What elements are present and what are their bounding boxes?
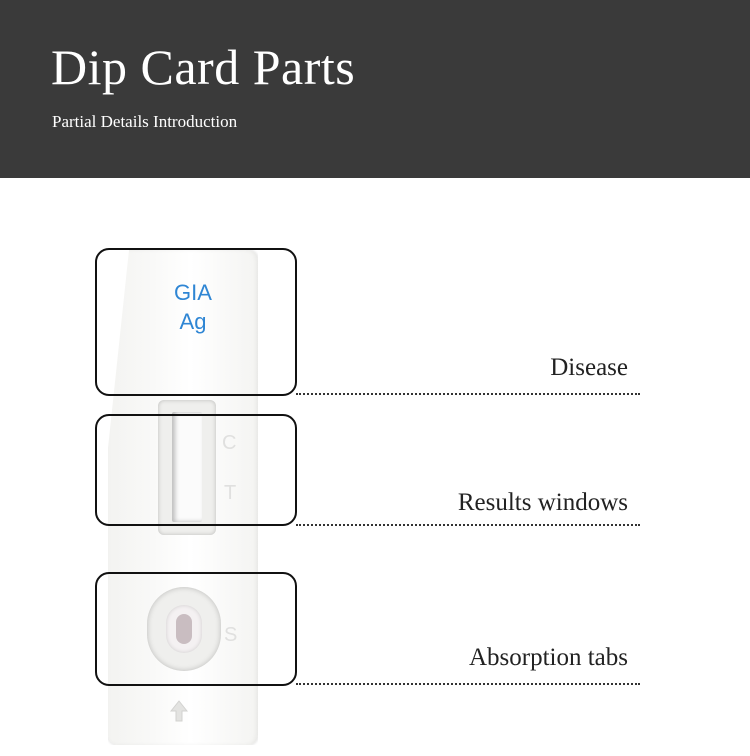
brand-line-1: GIA bbox=[174, 280, 212, 305]
header-banner: Dip Card Parts Partial Details Introduct… bbox=[0, 0, 750, 178]
control-mark: C bbox=[222, 432, 237, 454]
brand-line-2: Ag bbox=[179, 309, 207, 334]
callout-box-results-windows bbox=[95, 414, 297, 526]
leader-line-results-windows bbox=[296, 524, 640, 526]
sample-mark: S bbox=[224, 624, 238, 646]
callout-label-disease: Disease bbox=[550, 354, 628, 381]
up-arrow-icon bbox=[170, 700, 188, 722]
leader-line-absorption-tabs bbox=[296, 683, 640, 685]
leader-line-disease bbox=[296, 393, 640, 395]
callout-box-disease bbox=[95, 248, 297, 396]
card-brand-label: GIA Ag bbox=[162, 278, 224, 336]
callout-label-absorption-tabs: Absorption tabs bbox=[468, 644, 628, 671]
test-mark: T bbox=[224, 482, 237, 504]
result-window bbox=[172, 412, 202, 522]
callout-label-results-windows: Results windows bbox=[457, 489, 628, 516]
absorption-pad bbox=[176, 614, 192, 644]
page-subtitle: Partial Details Introduction bbox=[52, 112, 238, 131]
page-title: Dip Card Parts bbox=[51, 39, 356, 95]
callout-box-absorption-tabs bbox=[95, 572, 297, 686]
